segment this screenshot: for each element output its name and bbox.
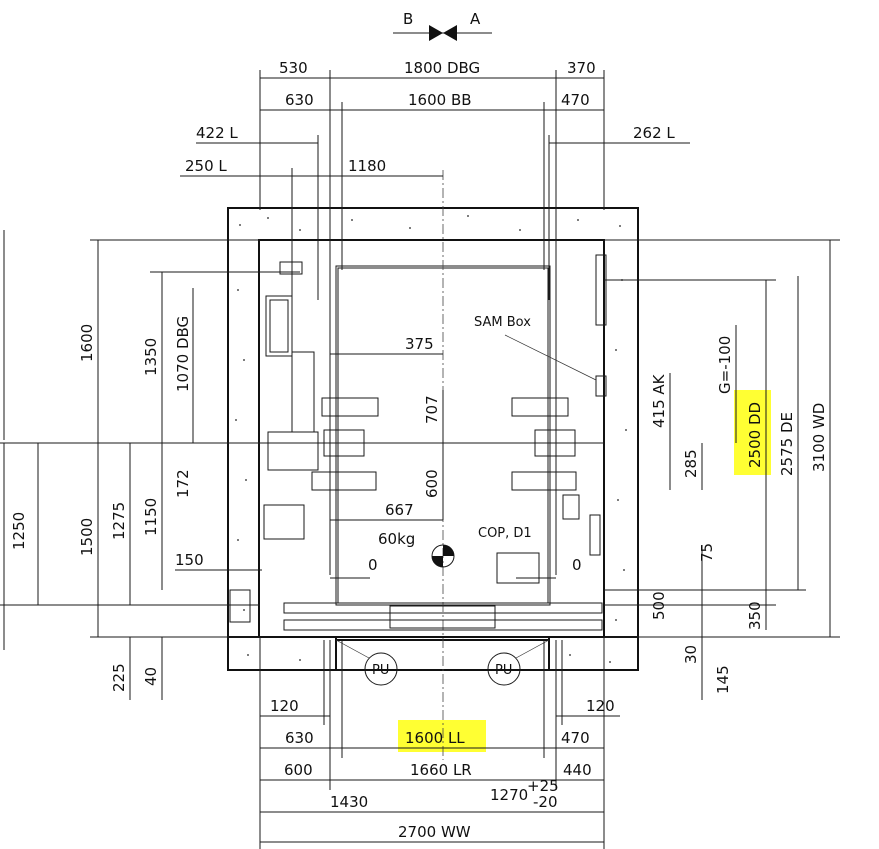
- dim-1275: 1275: [110, 502, 128, 540]
- dim-0-left: 0: [368, 556, 378, 574]
- orientation-label-b: B: [403, 10, 413, 28]
- pu-left-label: PU: [372, 663, 389, 678]
- dim-415-ak: 415 AK: [650, 373, 668, 428]
- dim-tolerance-minus: -20: [533, 793, 558, 811]
- dim-1600-vertical: 1600: [78, 324, 96, 362]
- dim-225: 225: [110, 663, 128, 692]
- dim-2500-dd: 2500 DD: [746, 402, 764, 468]
- dim-1800-dbg: 1800 DBG: [404, 59, 480, 77]
- pu-right-label: PU: [495, 663, 512, 678]
- dim-350: 350: [746, 601, 764, 630]
- dim-630-bottom: 630: [285, 729, 314, 747]
- dim-422-l: 422 L: [196, 124, 238, 142]
- highlight-ll: [398, 720, 486, 752]
- dim-440: 440: [563, 761, 592, 779]
- dimension-lines: [0, 70, 840, 849]
- dim-1250: 1250: [10, 512, 28, 550]
- dim-1600-ll: 1600 LL: [405, 729, 465, 747]
- orientation-symbol: B A: [393, 10, 492, 41]
- dim-1430: 1430: [330, 793, 368, 811]
- highlight-dd: [734, 390, 771, 475]
- car-and-equipment: [229, 170, 607, 760]
- cop-d1-label: COP, D1: [478, 526, 532, 541]
- dim-1150: 1150: [142, 498, 160, 536]
- dim-1270: 1270: [490, 786, 528, 804]
- dim-2700-ww: 2700 WW: [398, 823, 471, 841]
- dim-2575-de: 2575 DE: [778, 412, 796, 476]
- concrete-texture: [235, 215, 627, 663]
- dim-600-bottom: 600: [284, 761, 313, 779]
- dim-600-vertical: 600: [423, 469, 441, 498]
- dim-40: 40: [142, 667, 160, 686]
- dim-370: 370: [567, 59, 596, 77]
- dim-470: 470: [561, 91, 590, 109]
- sam-box-label: SAM Box: [474, 315, 531, 330]
- dim-1500: 1500: [78, 518, 96, 556]
- dim-707: 707: [423, 395, 441, 424]
- top-dimensions: 530 1800 DBG 370 630 1600 BB 470 422 L 2…: [185, 59, 675, 175]
- bottom-dimensions: 120 120 630 1600 LL 470 600 1660 LR 440 …: [270, 697, 615, 841]
- dim-530: 530: [279, 59, 308, 77]
- dim-75: 75: [698, 543, 716, 562]
- dim-120-left: 120: [270, 697, 299, 715]
- right-dimensions: G=-100 415 AK 2500 DD 2575 DE 3100 WD 28…: [650, 336, 828, 694]
- dim-500: 500: [650, 591, 668, 620]
- dim-262-l: 262 L: [633, 124, 675, 142]
- dim-470-bottom: 470: [561, 729, 590, 747]
- dim-g-minus-100: G=-100: [716, 336, 734, 394]
- dim-150: 150: [175, 551, 204, 569]
- dim-630: 630: [285, 91, 314, 109]
- orientation-label-a: A: [470, 10, 481, 28]
- dim-250-l: 250 L: [185, 157, 227, 175]
- shaft-walls: [227, 207, 639, 671]
- dim-1180: 1180: [348, 157, 386, 175]
- dim-1350: 1350: [142, 338, 160, 376]
- dim-172: 172: [174, 469, 192, 498]
- left-dimensions: 1600 1350 1070 DBG 172 1500 1275 1150 12…: [10, 316, 204, 692]
- dim-375: 375: [405, 335, 434, 353]
- dim-285: 285: [682, 449, 700, 478]
- inner-labels: SAM Box 375 707 600 667 60kg COP, D1 0 0…: [368, 315, 582, 678]
- dim-667: 667: [385, 501, 414, 519]
- weight-60kg: 60kg: [378, 530, 415, 548]
- dim-120-right: 120: [586, 697, 615, 715]
- dim-3100-wd: 3100 WD: [810, 403, 828, 472]
- dim-tolerance-plus: +25: [527, 777, 559, 795]
- dim-30: 30: [682, 645, 700, 664]
- dim-1070-dbg: 1070 DBG: [174, 316, 192, 392]
- dim-1600-bb: 1600 BB: [408, 91, 472, 109]
- dim-1660-lr: 1660 LR: [410, 761, 472, 779]
- dim-0-right: 0: [572, 556, 582, 574]
- dim-145: 145: [714, 665, 732, 694]
